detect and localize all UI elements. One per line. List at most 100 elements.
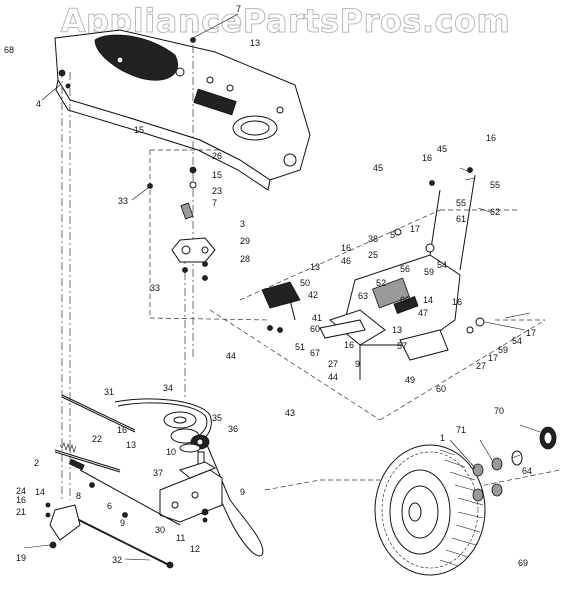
label-63: 63 (358, 291, 368, 301)
label-8: 8 (76, 491, 81, 501)
hanger-bracket (147, 37, 216, 281)
label-31: 31 (104, 387, 114, 397)
label-61: 61 (456, 214, 466, 224)
label-13: 13 (310, 262, 320, 272)
label-13: 13 (392, 325, 402, 335)
label-26: 26 (212, 151, 222, 161)
label-45: 45 (437, 144, 447, 154)
label-17: 17 (410, 224, 420, 234)
label-38: 38 (368, 234, 378, 244)
centerlines (61, 45, 561, 500)
label-24: 24 (16, 486, 26, 496)
label-44: 44 (328, 372, 338, 382)
label-16: 16 (452, 297, 462, 307)
frame-chassis (54, 29, 311, 191)
label-37: 37 (153, 468, 163, 478)
label-22: 22 (92, 434, 102, 444)
label-16: 16 (117, 425, 127, 435)
label-55: 55 (490, 180, 500, 190)
label-16: 16 (486, 133, 496, 143)
label-17: 17 (488, 353, 498, 363)
label-14: 14 (35, 487, 45, 497)
label-29: 29 (240, 236, 250, 246)
label-27: 27 (476, 361, 486, 371)
label-23: 23 (212, 186, 222, 196)
label-4: 4 (36, 99, 41, 109)
label-69: 69 (518, 558, 528, 568)
label-33: 33 (118, 196, 128, 206)
label-44: 44 (226, 351, 236, 361)
label-7: 7 (236, 4, 241, 14)
label-66: 66 (400, 295, 410, 305)
label-7: 7 (212, 198, 217, 208)
drive-belt (114, 398, 264, 557)
label-54: 54 (437, 260, 447, 270)
label-16: 16 (344, 340, 354, 350)
label-71: 71 (456, 425, 466, 435)
label-16: 16 (341, 243, 351, 253)
label-15: 15 (134, 125, 144, 135)
label-68: 68 (4, 45, 14, 55)
label-27: 27 (328, 359, 338, 369)
label-14: 14 (423, 295, 433, 305)
linkage-rods (45, 69, 181, 569)
label-15: 15 (212, 170, 222, 180)
part-labels: 7 68 13 4 15 26 15 23 33 7 3 29 28 33 16… (4, 4, 536, 568)
hub-parts (472, 426, 557, 502)
label-49: 49 (405, 375, 415, 385)
label-3: 3 (240, 219, 245, 229)
label-52: 52 (376, 278, 386, 288)
label-54: 54 (512, 336, 522, 346)
label-55: 55 (456, 198, 466, 208)
label-67: 67 (310, 348, 320, 358)
label-64: 64 (522, 466, 532, 476)
label-43: 43 (285, 408, 295, 418)
label-50: 50 (300, 278, 310, 288)
label-9: 9 (240, 487, 245, 497)
label-35: 35 (212, 413, 222, 423)
label-9: 9 (355, 359, 360, 369)
label-30: 30 (155, 525, 165, 535)
label-42: 42 (308, 290, 318, 300)
label-47: 47 (418, 308, 428, 318)
brake-pedal (261, 281, 366, 339)
label-45: 45 (373, 163, 383, 173)
label-46: 46 (341, 256, 351, 266)
label-59: 59 (424, 267, 434, 277)
label-13: 13 (250, 38, 260, 48)
rear-wheel-tire (374, 444, 486, 576)
label-41: 41 (312, 313, 322, 323)
label-1: 1 (440, 433, 445, 443)
shift-assembly (328, 167, 485, 380)
label-59: 59 (498, 345, 508, 355)
label-19: 19 (16, 553, 26, 563)
label-34: 34 (163, 383, 173, 393)
label-5: 5 (390, 230, 395, 240)
label-28: 28 (240, 254, 250, 264)
label-2: 2 (34, 458, 39, 468)
label-11: 11 (176, 533, 185, 543)
label-60: 60 (310, 324, 320, 334)
label-16: 16 (16, 495, 26, 505)
label-33: 33 (150, 283, 160, 293)
label-12: 12 (190, 544, 200, 554)
label-16: 16 (422, 153, 432, 163)
label-70: 70 (494, 406, 504, 416)
label-62: 62 (490, 207, 500, 217)
label-9: 9 (120, 518, 125, 528)
label-21: 21 (16, 507, 26, 517)
label-57: 57 (397, 341, 407, 351)
leader-lines (23, 13, 541, 561)
label-36: 36 (228, 424, 238, 434)
label-13: 13 (126, 440, 136, 450)
label-32: 32 (112, 555, 122, 565)
label-10: 10 (166, 447, 176, 457)
lower-bracket (159, 461, 223, 523)
label-6: 6 (107, 501, 112, 511)
label-56: 56 (400, 264, 410, 274)
label-60: 60 (436, 384, 446, 394)
label-25: 25 (368, 250, 378, 260)
label-51: 51 (295, 342, 305, 352)
label-17: 17 (526, 328, 536, 338)
